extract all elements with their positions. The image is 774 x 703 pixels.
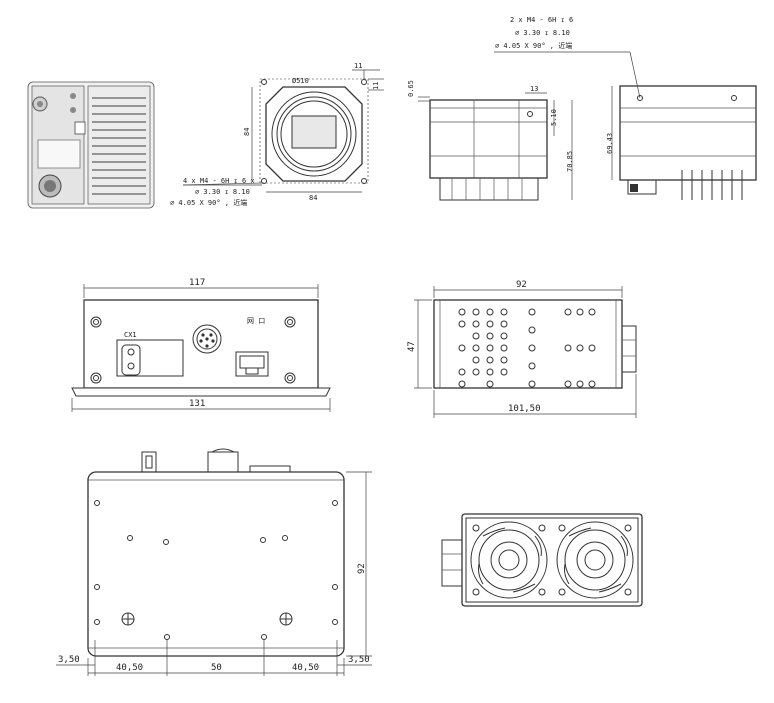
front-dim-width: 84: [309, 194, 317, 202]
bottom-view: 92 3,50 40,50 50 40,50 3,50: [56, 448, 372, 676]
dim-top-a: 11: [354, 62, 362, 70]
heatsink-dim-side: 47: [407, 341, 417, 352]
side-dim-13: 13: [530, 85, 538, 93]
bottom-dim-height: 92: [357, 563, 367, 574]
side-dim-height: 70.85: [566, 151, 574, 172]
heatsink-view: 92 47 101,50: [407, 280, 637, 418]
ethernet-label: 网 口: [247, 317, 265, 325]
mount-callout-line1: 4 x M4 - 6H ↧ 6 x: [183, 177, 255, 185]
front-view: Ø510 11 11 84 84 4 x M4 - 6H ↧ 6 x ⌀ 3.3…: [170, 62, 384, 207]
bottom-dim-right: 40,50: [292, 663, 319, 673]
bottom-dim-left: 40,50: [116, 663, 143, 673]
side-dim-gap: 0.65: [407, 80, 415, 97]
bottom-dim-left-edge: 3,50: [58, 655, 80, 665]
camera-rear-view: [27, 81, 155, 209]
rear-panel-view: CX1 网 口 117 131: [71, 278, 331, 412]
fan-view: [441, 513, 643, 607]
front-dim-height: 84: [243, 128, 251, 136]
connector-label: CX1: [124, 331, 137, 339]
mount-callout-line2: ⌀ 3.30 ↧ 8.10: [195, 188, 250, 196]
bottom-dim-right-edge: 3,50: [348, 655, 370, 665]
vent-holes: [458, 308, 596, 388]
fan-right: [556, 521, 634, 599]
rear-dim-top: 117: [189, 278, 205, 288]
rear-dim-bottom: 131: [189, 399, 205, 409]
right-callout-line1: 2 x M4 - 6H ↧ 6: [510, 16, 573, 24]
right-view: 69.43 2 x M4 - 6H ↧ 6 ⌀ 3.30 ↧ 8.10 ⌀ 4.…: [494, 16, 757, 200]
fan-left: [470, 521, 548, 599]
heatsink-dim-top: 92: [516, 280, 527, 290]
right-callout-line2: ⌀ 3.30 ↧ 8.10: [515, 29, 570, 37]
side-dim-510: 5.10: [550, 109, 558, 126]
right-dim-height: 69.43: [606, 133, 614, 154]
bottom-dim-center: 50: [211, 663, 222, 673]
dim-top-b: 11: [372, 82, 380, 90]
side-view: 0.65 13 5.10 70.85: [407, 80, 574, 201]
heatsink-dim-bottom: 101,50: [508, 404, 541, 414]
mount-label: Ø510: [292, 77, 309, 85]
mount-callout-line3: ⌀ 4.05 X 90° , 近端: [170, 198, 247, 207]
right-callout-line3: ⌀ 4.05 X 90° , 近端: [495, 41, 572, 50]
